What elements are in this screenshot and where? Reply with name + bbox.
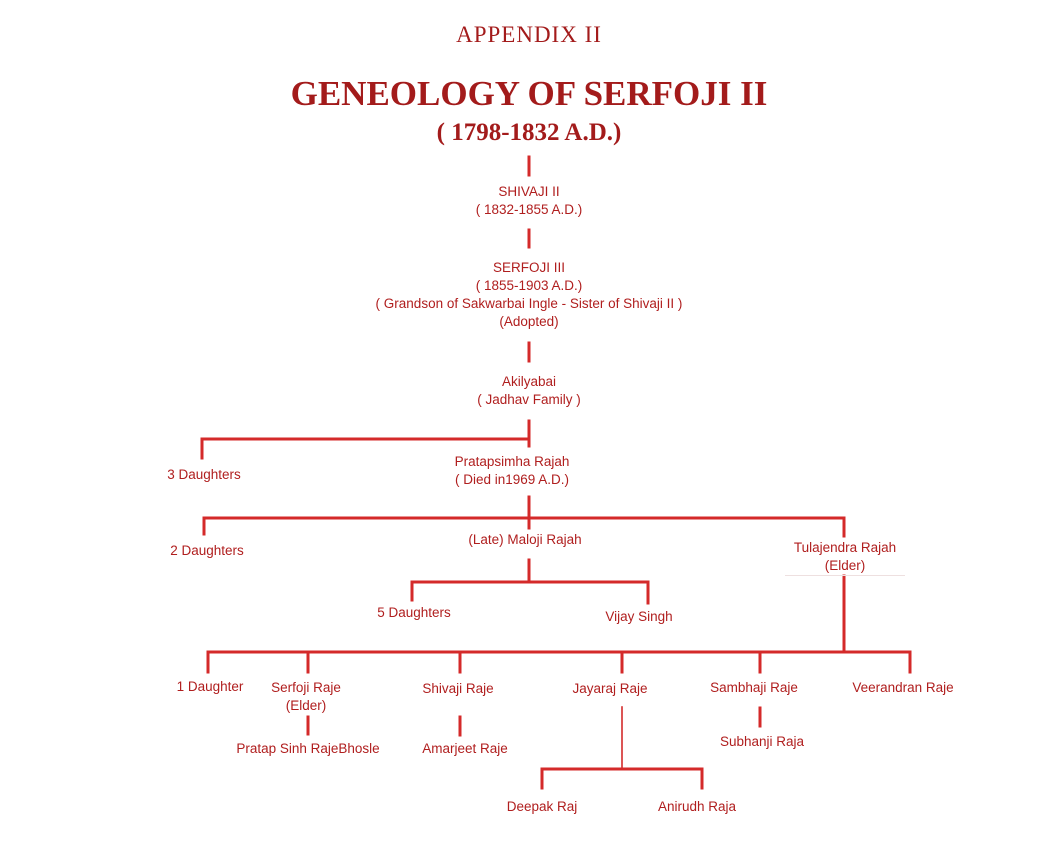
node-note: (Elder) [285, 698, 327, 713]
node-3-daughters: 3 Daughters [144, 466, 264, 484]
node-status: (Adopted) [499, 314, 559, 329]
node-maloji: (Late) Maloji Rajah [425, 531, 625, 549]
node-pratap-sinh: Pratap Sinh RajeBhosle [218, 740, 398, 758]
page-title: GENEOLOGY OF SERFOJI II [290, 74, 768, 113]
node-name: Anirudh Raja [657, 799, 737, 814]
node-name: 2 Daughters [170, 543, 244, 558]
node-tulajendra: Tulajendra Rajah (Elder) [785, 539, 905, 576]
node-name: Veerandran Raje [852, 680, 954, 695]
node-dates: ( 1855-1903 A.D.) [475, 278, 583, 293]
node-note: (Elder) [785, 557, 905, 576]
node-5-daughters: 5 Daughters [354, 604, 474, 622]
node-anirudh-raja: Anirudh Raja [637, 798, 757, 816]
node-2-daughters: 2 Daughters [147, 542, 267, 560]
node-name: SERFOJI III [492, 260, 565, 275]
node-name: Pratap Sinh RajeBhosle [236, 741, 380, 756]
node-name: Jayaraj Raje [572, 681, 648, 696]
node-name: Vijay Singh [605, 609, 673, 624]
node-deepak-raj: Deepak Raj [482, 798, 602, 816]
node-shivaji-raje: Shivaji Raje [398, 680, 518, 698]
node-amarjeet-raje: Amarjeet Raje [405, 740, 525, 758]
node-sambhaji-raje: Sambhaji Raje [694, 679, 814, 697]
node-serfoji-iii: SERFOJI III ( 1855-1903 A.D.) ( Grandson… [329, 259, 729, 331]
node-name: Pratapsimha Rajah [454, 454, 570, 469]
page-subtitle: ( 1798-1832 A.D.) [436, 119, 622, 146]
node-family: ( Jadhav Family ) [477, 392, 581, 407]
node-name: Shivaji Raje [422, 681, 494, 696]
appendix-label: APPENDIX II [456, 22, 602, 47]
node-name: 5 Daughters [377, 605, 451, 620]
node-veerandran-raje: Veerandran Raje [843, 679, 963, 697]
node-name: 3 Daughters [167, 467, 241, 482]
node-name: Subhanji Raja [719, 734, 805, 749]
node-name: Amarjeet Raje [422, 741, 508, 756]
node-1-daughter: 1 Daughter [150, 678, 270, 696]
node-name: Deepak Raj [506, 799, 578, 814]
node-died: ( Died in1969 A.D.) [454, 472, 570, 487]
node-akilyabai: Akilyabai ( Jadhav Family ) [429, 373, 629, 409]
node-shivaji-ii: SHIVAJI II ( 1832-1855 A.D.) [429, 183, 629, 219]
node-name: SHIVAJI II [498, 184, 560, 199]
node-name: 1 Daughter [176, 679, 244, 694]
node-note: ( Grandson of Sakwarbai Ingle - Sister o… [375, 296, 683, 311]
node-name: Serfoji Raje [271, 680, 341, 695]
node-dates: ( 1832-1855 A.D.) [475, 202, 583, 217]
node-name: (Late) Maloji Rajah [468, 532, 582, 547]
node-pratapsimha: Pratapsimha Rajah ( Died in1969 A.D.) [412, 453, 612, 489]
node-name: Sambhaji Raje [710, 680, 798, 695]
node-name: Akilyabai [501, 374, 557, 389]
node-vijay-singh: Vijay Singh [579, 608, 699, 626]
node-serfoji-raje: Serfoji Raje (Elder) [246, 679, 366, 715]
node-jayaraj-raje: Jayaraj Raje [550, 680, 670, 698]
node-subhanji-raja: Subhanji Raja [702, 733, 822, 751]
node-name: Tulajendra Rajah [793, 540, 897, 555]
